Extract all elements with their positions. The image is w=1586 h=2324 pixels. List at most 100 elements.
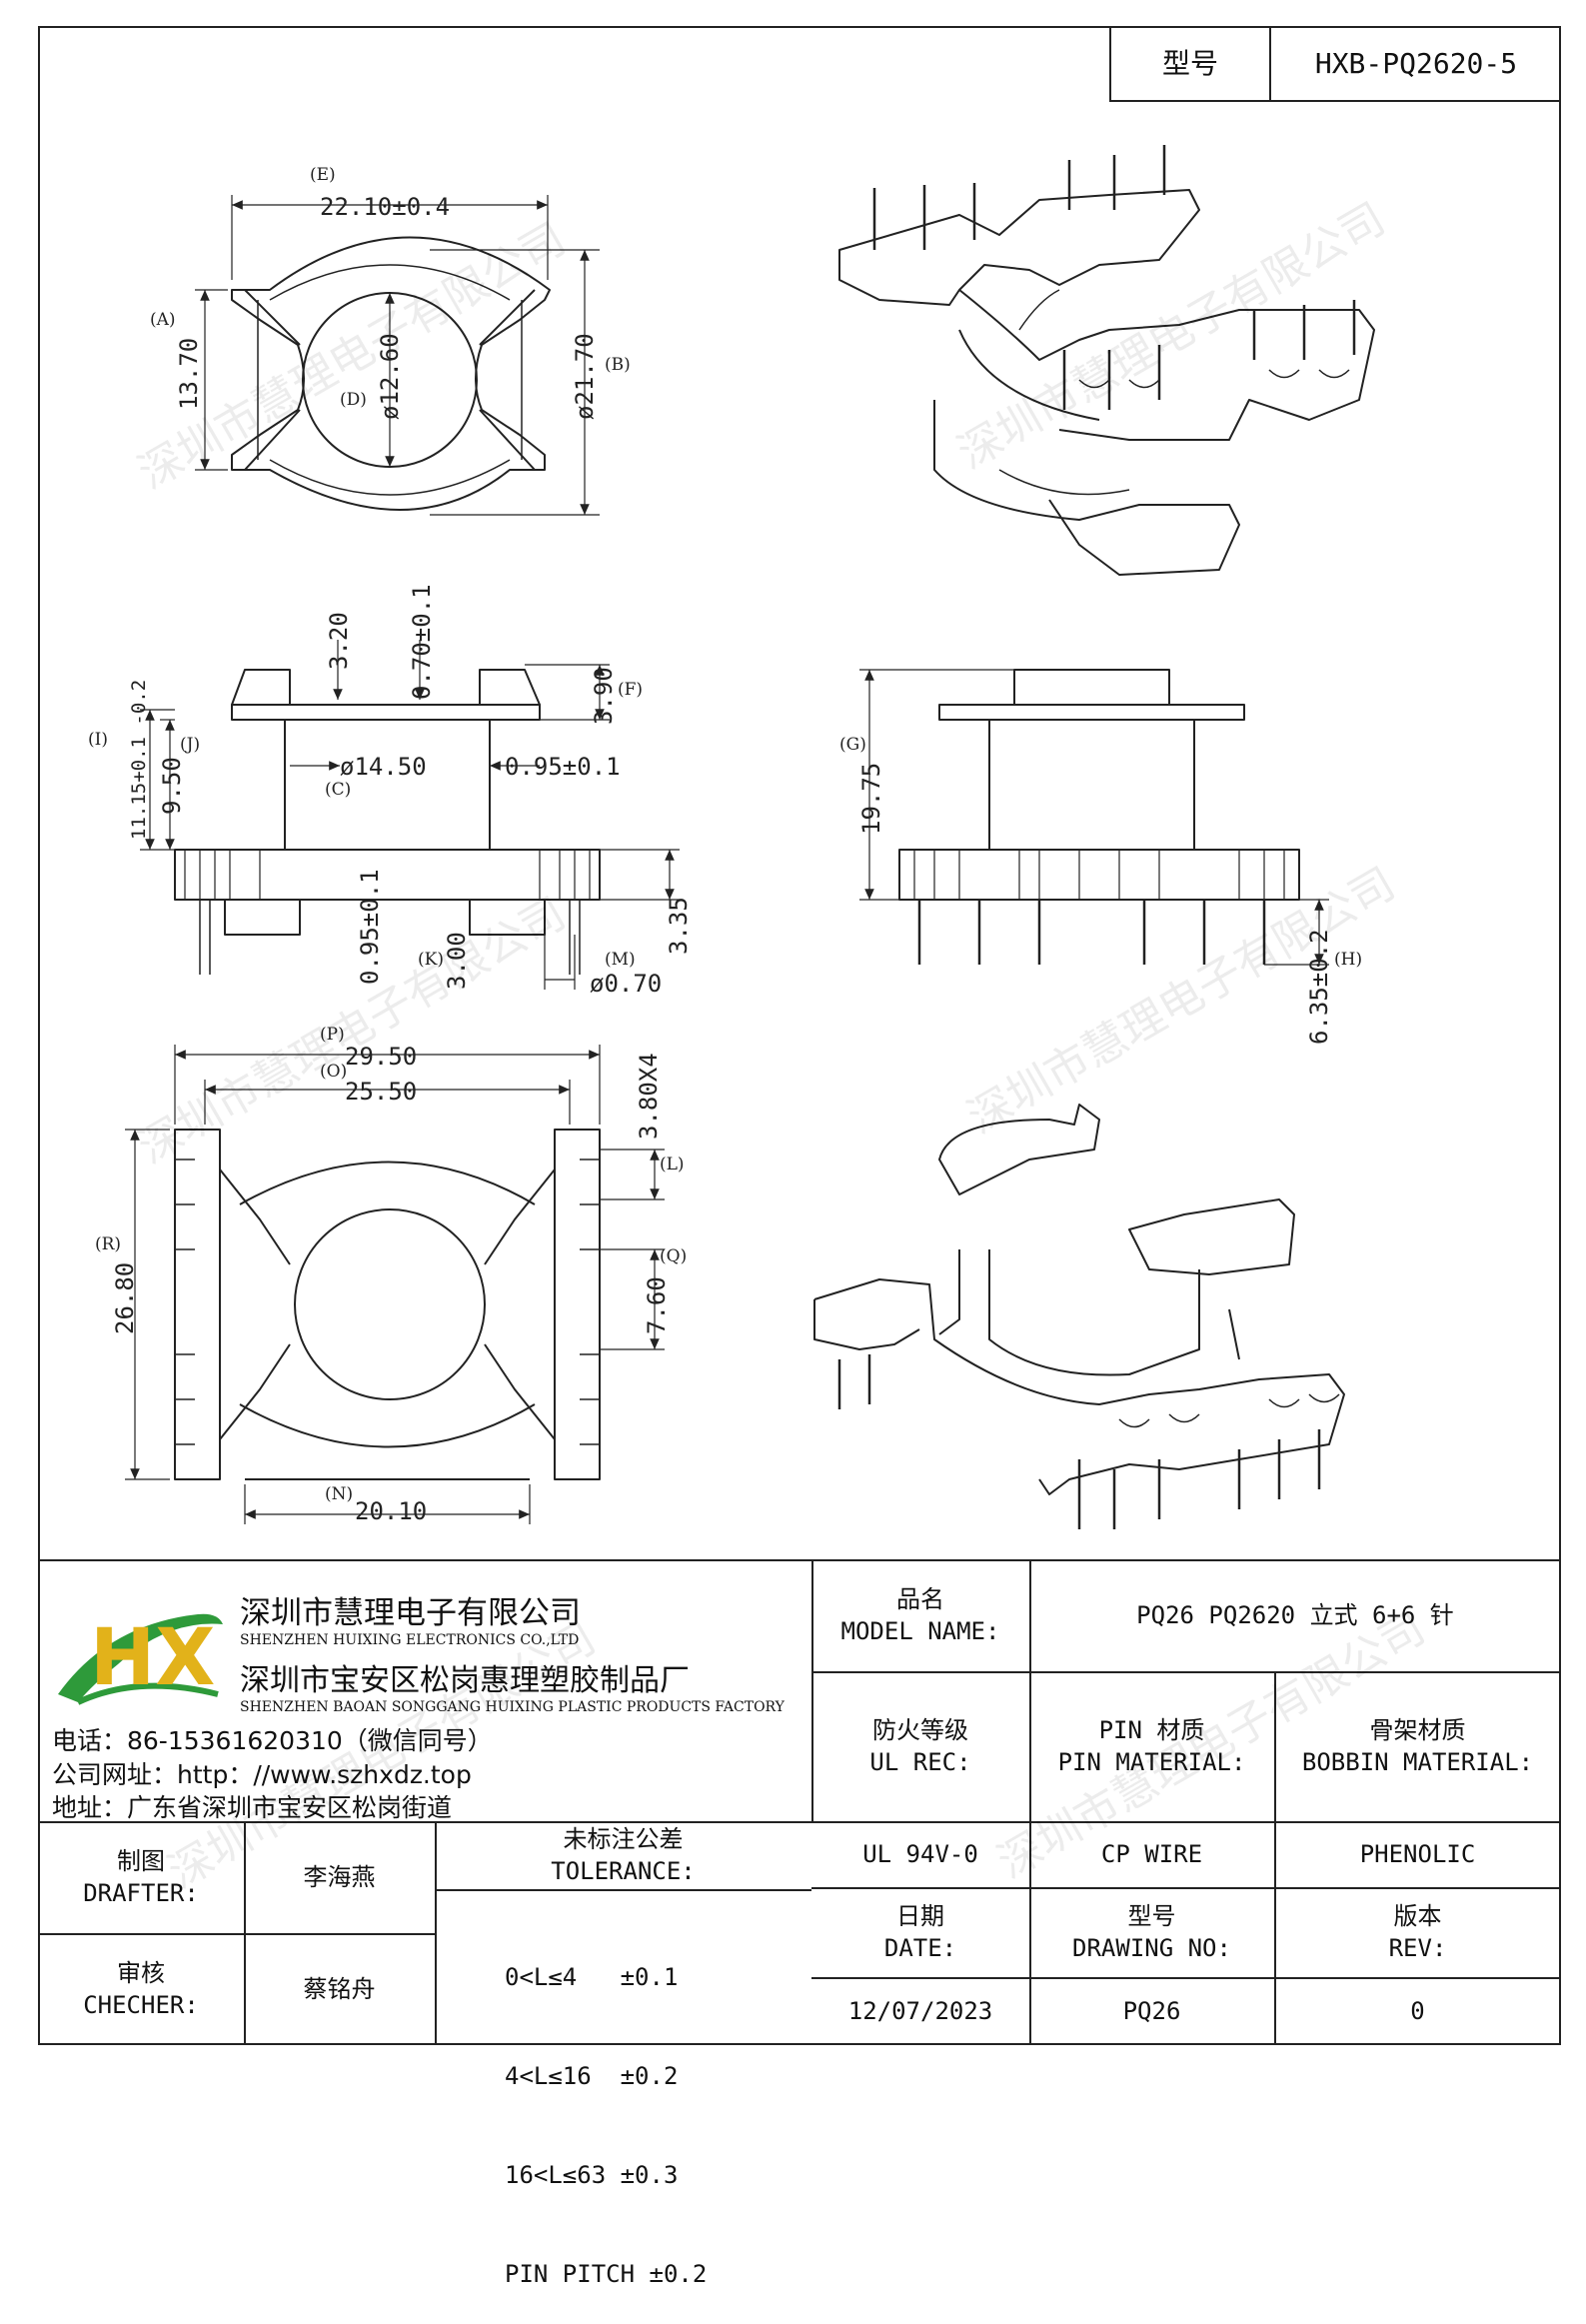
factory-name-cn: 深圳市宝安区松岗惠理塑胶制品厂 (240, 1663, 690, 1698)
dim-tag-d: (D) (340, 390, 367, 410)
tolerance-list: 0<L≤4 ±0.1 4<L≤16 ±0.2 16<L≤63 ±0.3 PIN … (505, 1895, 707, 2324)
tolerance-line: 0<L≤4 ±0.1 (505, 1963, 679, 1991)
dim-tag-c: (C) (325, 780, 351, 800)
date-en: DATE: (883, 1934, 957, 1962)
watermark-4: 深圳市慧理电子有限公司 (959, 858, 1404, 1144)
dim-tag-n: (N) (325, 1484, 353, 1504)
drawing-no-value: PQ26 (1122, 1997, 1181, 2025)
dim-tag-i: (I) (88, 730, 108, 750)
tolerance-en: TOLERANCE: (551, 1857, 696, 1885)
row-line-1 (811, 1671, 1561, 1673)
divider-drafter (244, 1821, 246, 2045)
dim-l-value: 3.80X4 (635, 1053, 663, 1140)
bobbin-material-label: 骨架材质 BOBBIN MATERIAL: (1274, 1671, 1561, 1821)
dim-tag-m: (M) (605, 950, 636, 970)
dim-j-value: 9.50 (158, 757, 186, 815)
dim-h-value: 6.35±0.2 (1305, 929, 1333, 1045)
bobbin-material-en: BOBBIN MATERIAL: (1301, 1748, 1534, 1776)
dim-p-value: 29.50 (345, 1043, 417, 1071)
pin-material-en: PIN MATERIAL: (1057, 1748, 1246, 1776)
dim-k-value: 3.00 (443, 932, 471, 990)
bobbin-material-cn: 骨架材质 (1369, 1716, 1466, 1744)
dim-c-value: ø14.50 (340, 753, 427, 781)
side-view (898, 669, 1300, 965)
divider-company (811, 1559, 813, 1821)
dim-tag-p: (P) (320, 1025, 345, 1045)
dim-tag-h: (H) (1334, 950, 1362, 970)
model-name-label: 品名 MODEL NAME: (811, 1559, 1029, 1671)
dim-335-value: 3.35 (665, 897, 693, 955)
company-logo: HX (58, 1613, 223, 1705)
drawing-sheet (38, 26, 1561, 2045)
dim-b-value: ø21.70 (571, 333, 599, 420)
drawing-no-label: 型号 DRAWING NO: (1029, 1887, 1274, 1977)
dim-320-value: 3.20 (325, 612, 353, 670)
dim-a-value: 13.70 (175, 338, 203, 410)
dim-tag-j: (J) (180, 735, 200, 755)
drawing-no-en: DRAWING NO: (1072, 1934, 1231, 1962)
dim-095a-value: 0.95±0.1 (505, 753, 621, 781)
dim-g-value: 19.75 (857, 763, 885, 835)
pin-material-label: PIN 材质 PIN MATERIAL: (1029, 1671, 1274, 1821)
drafter-cn: 制图 (117, 1847, 165, 1875)
company-address: 地址：广东省深圳市宝安区松岗街道 (52, 1793, 453, 1822)
watermark-2: 深圳市慧理电子有限公司 (949, 193, 1394, 479)
ul-rec-cn: 防火等级 (872, 1716, 968, 1744)
dim-d-value: ø12.60 (376, 333, 404, 420)
dim-tag-r: (R) (95, 1234, 121, 1254)
dim-tag-e: (E) (310, 165, 336, 185)
dim-q-value: 7.60 (643, 1276, 671, 1334)
model-name-en: MODEL NAME: (840, 1617, 1000, 1645)
rev-cn: 版本 (1393, 1902, 1442, 1930)
bobbin-material-value: PHENOLIC (1359, 1840, 1476, 1868)
dim-tag-o: (O) (320, 1062, 347, 1082)
tolerance-cn: 未标注公差 (563, 1825, 684, 1853)
checker-name: 蔡铭舟 (303, 1975, 376, 2003)
date-label: 日期 DATE: (811, 1887, 1029, 1977)
company-website: 公司网址：http：//www.szhxdz.top (52, 1760, 472, 1789)
dim-m-value: ø0.70 (590, 970, 662, 998)
factory-name-en: SHENZHEN BAOAN SONGGANG HUIXING PLASTIC … (240, 1699, 785, 1715)
company-phone: 电话：86-15361620310（微信同号） (52, 1726, 493, 1755)
tolerance-line: 16<L≤63 ±0.3 (505, 2161, 679, 2189)
pin-material-value: CP WIRE (1100, 1840, 1203, 1868)
dim-tag-a: (A) (150, 310, 176, 330)
dim-tag-k: (K) (418, 950, 444, 970)
divider-col2 (1029, 1559, 1031, 2045)
pin-material-cn: PIN 材质 (1098, 1716, 1205, 1744)
ul-rec-value: UL 94V-0 (862, 1840, 978, 1868)
row-line-5 (38, 1933, 435, 1935)
rev-en: REV: (1388, 1934, 1447, 1962)
drafter-en: DRAFTER: (83, 1879, 199, 1907)
tolerance-label: 未标注公差 TOLERANCE: (435, 1821, 811, 1889)
rev-value: 0 (1410, 1997, 1425, 2025)
rev-label: 版本 REV: (1274, 1887, 1561, 1977)
dim-f-value: 3.90 (590, 667, 618, 725)
top-view (231, 236, 551, 511)
row-line-4 (435, 1889, 811, 1891)
tolerance-line: PIN PITCH ±0.2 (505, 2260, 708, 2288)
row-line-3 (811, 1887, 1561, 1889)
dim-tag-q: (Q) (660, 1246, 687, 1266)
dim-tag-f: (F) (618, 680, 643, 700)
dim-095b-value: 0.95±0.1 (356, 869, 384, 985)
checker-en: CHECHER: (83, 1991, 199, 2019)
checker-cn: 审核 (117, 1959, 165, 1987)
checker-label: 审核 CHECHER: (38, 1933, 244, 2045)
divider-names (435, 1821, 437, 2045)
date-cn: 日期 (896, 1902, 944, 1930)
company-name-cn: 深圳市慧理电子有限公司 (240, 1595, 581, 1631)
bottom-view (174, 1129, 601, 1480)
row-line-2 (38, 1821, 1561, 1823)
dim-tag-b: (B) (605, 355, 631, 375)
dim-e-value: 22.10±0.4 (320, 193, 450, 221)
drafter-label: 制图 DRAFTER: (38, 1821, 244, 1933)
watermark-3: 深圳市慧理电子有限公司 (130, 888, 575, 1173)
dim-i-value: 11.15+0.1 -0.2 (128, 680, 150, 840)
isometric-view-top (838, 145, 1375, 576)
model-name-cn: 品名 (896, 1585, 944, 1613)
divider-col3 (1274, 1671, 1276, 2045)
dim-r-value: 26.80 (111, 1262, 139, 1334)
dim-n-value: 20.10 (355, 1497, 427, 1525)
drawing-no-cn: 型号 (1127, 1902, 1176, 1930)
